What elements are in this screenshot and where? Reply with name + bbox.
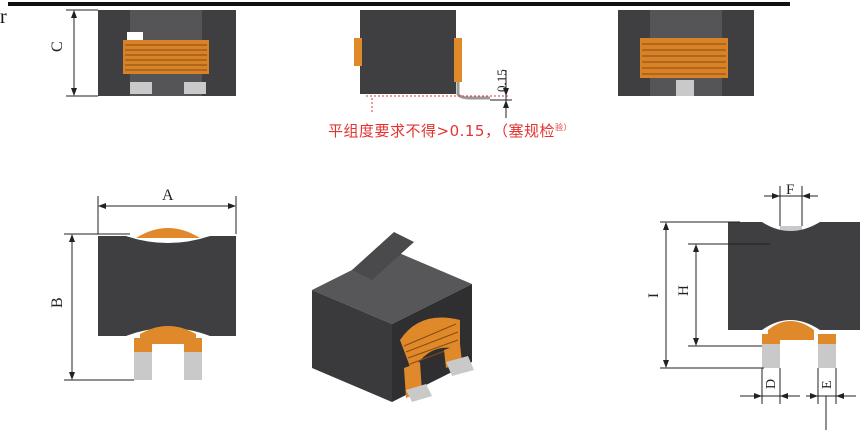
- dim-label-b: B: [49, 297, 66, 308]
- dim-label-i: I: [646, 293, 662, 298]
- dim-label-e: E: [820, 380, 835, 389]
- front-view-flatness: 0.15: [354, 10, 512, 118]
- corner-text: r: [0, 6, 7, 28]
- flatness-requirement-note: 平组度要求不得>0.15，（塞规检验）: [328, 120, 572, 141]
- dim-label-015: 0.15: [494, 69, 509, 92]
- dim-label-f: F: [786, 182, 794, 198]
- dim-label-d: D: [764, 379, 779, 389]
- side-view-ab: A B: [49, 187, 237, 381]
- dim-label-c: C: [49, 41, 66, 52]
- dim-label-h: H: [676, 285, 692, 296]
- top-view-right: [618, 10, 754, 96]
- isometric-view: [312, 232, 474, 402]
- flatness-note-suffix: 验）: [554, 123, 572, 132]
- top-view-left: C: [49, 9, 236, 97]
- side-view-dims: F I H D E: [646, 182, 860, 430]
- dim-label-a: A: [162, 187, 174, 204]
- flatness-note-text: 平组度要求不得>0.15，（塞规检: [328, 122, 555, 140]
